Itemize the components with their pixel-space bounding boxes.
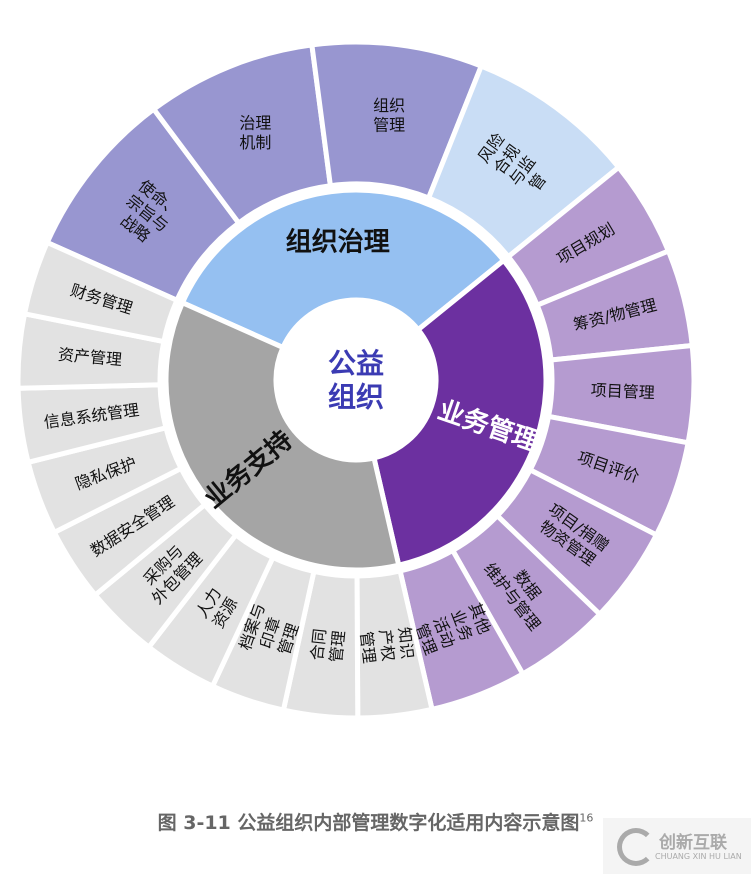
figure-caption: 图 3-11 公益组织内部管理数字化适用内容示意图16	[0, 808, 751, 835]
group-label: 组织治理	[286, 226, 390, 257]
category-label: 项目管理	[590, 381, 655, 403]
center-label: 公益组织	[328, 347, 384, 414]
category-label: 知识产权管理	[356, 626, 417, 664]
center-circle	[278, 302, 434, 458]
category-label: 治理机制	[239, 114, 271, 152]
caption-text: 图 3-11 公益组织内部管理数字化适用内容示意图	[157, 812, 580, 834]
category-segment	[21, 239, 181, 345]
logo-name: 创新互联	[659, 833, 727, 853]
logo-subtitle: CHUANG XIN HU LIAN	[655, 852, 742, 861]
category-label: 组织管理	[373, 96, 405, 134]
group-segment	[179, 187, 508, 351]
group-segment	[163, 299, 402, 573]
logo-icon	[617, 828, 655, 866]
category-label: 其他业务活动管理	[411, 600, 494, 658]
caption-superscript: 16	[579, 811, 594, 825]
group-segment	[370, 256, 549, 569]
category-label: 合同管理	[307, 628, 348, 664]
watermark-logo: 创新互联 CHUANG XIN HU LIAN	[603, 818, 751, 874]
sunburst-diagram: 使命、宗旨与战略治理机制组织管理风险合规与监管组织治理项目规划筹资/物管理项目管…	[18, 42, 694, 718]
